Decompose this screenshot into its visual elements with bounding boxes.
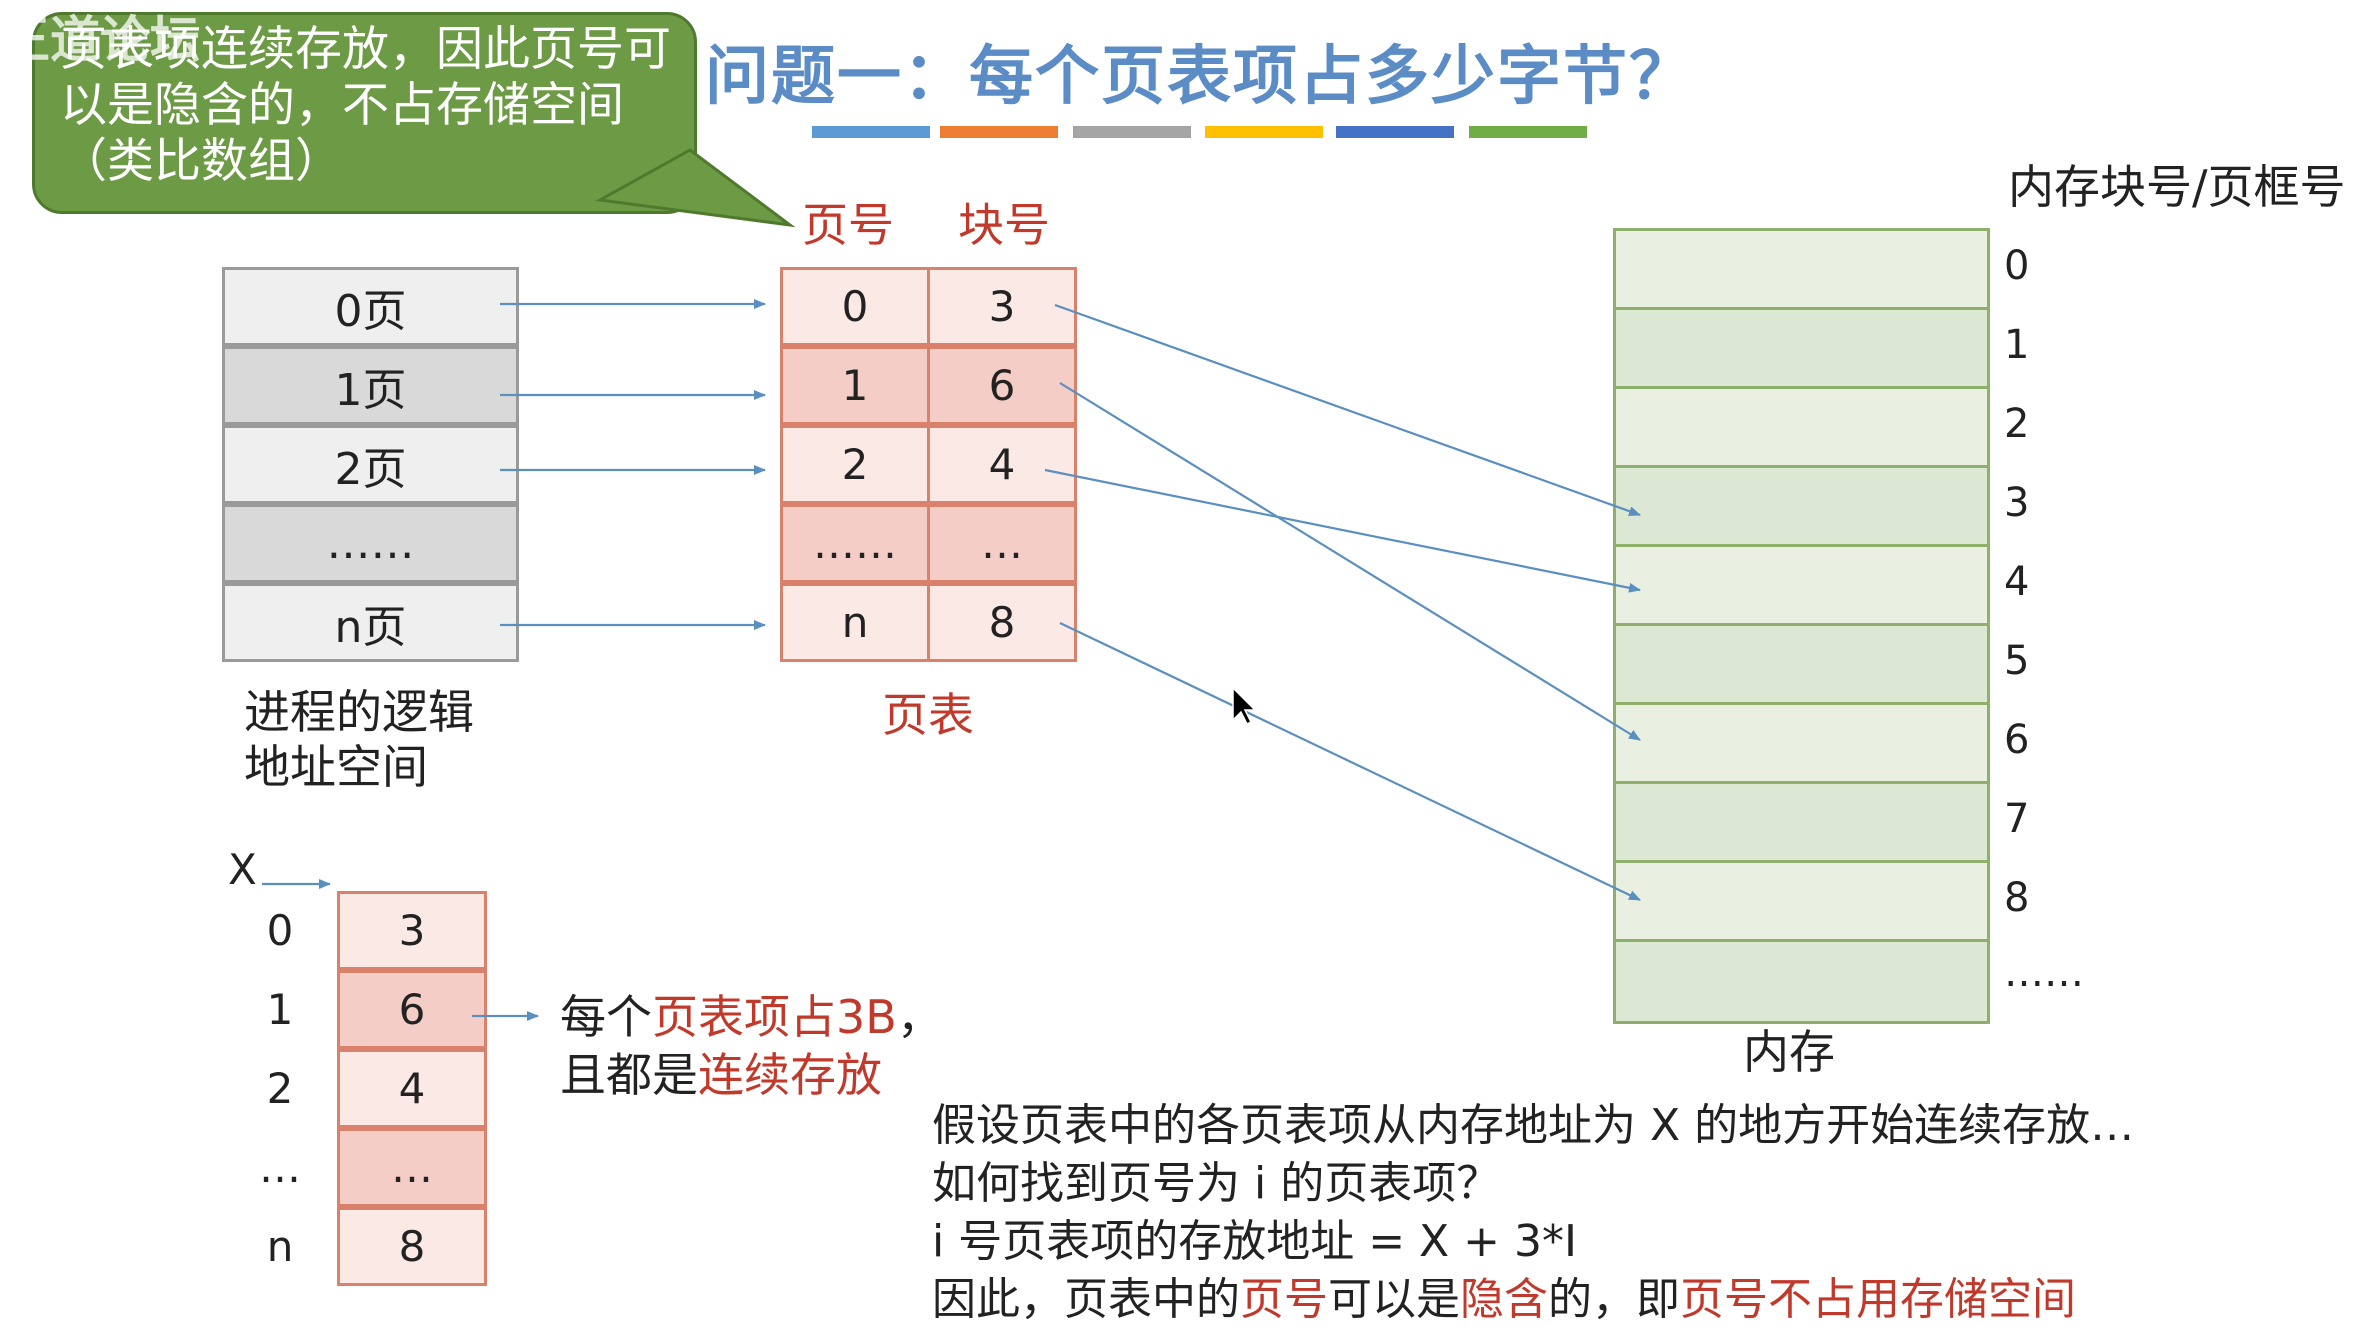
title-color-bar bbox=[812, 126, 930, 138]
title-color-bar bbox=[1469, 126, 1587, 138]
explanation-line3: i 号页表项的存放地址 = X + 3*I bbox=[932, 1216, 1578, 1267]
memory-block-number: 4 bbox=[2004, 559, 2030, 605]
start-address-label: X bbox=[228, 845, 257, 894]
pte-index: n bbox=[266, 1222, 294, 1271]
explanation-line4: 因此，页表中的页号可以是隐含的，即页号不占用存储空间 bbox=[932, 1271, 2076, 1329]
pte-note-text: 每个 bbox=[560, 990, 652, 1044]
pte-note-text: 且都是 bbox=[560, 1048, 698, 1102]
explanation-text: 因此，页表中的 bbox=[932, 1274, 1240, 1325]
page-table-page-cell: 2 bbox=[780, 425, 930, 504]
pte-note-text: ， bbox=[896, 990, 943, 1044]
pte-note-highlight: 页表项占3B bbox=[652, 990, 897, 1044]
memory-block bbox=[1613, 307, 1990, 392]
page-table-block-cell: 3 bbox=[927, 267, 1077, 346]
memory-block bbox=[1613, 939, 1990, 1024]
logical-page-row: 1页 bbox=[222, 346, 519, 425]
page-table-block-cell: 6 bbox=[927, 346, 1077, 425]
logical-page-row: n页 bbox=[222, 583, 519, 662]
memory-more: …… bbox=[2004, 950, 2084, 996]
explanation-text: 可以是 bbox=[1328, 1274, 1460, 1325]
page-table-block-cell: 4 bbox=[927, 425, 1077, 504]
memory-block-number: 7 bbox=[2004, 796, 2030, 842]
explanation-highlight: 页号不占用存储空间 bbox=[1680, 1274, 2076, 1325]
explanation-text: 的，即 bbox=[1548, 1274, 1680, 1325]
pte-value-cell: 6 bbox=[337, 970, 487, 1049]
mouse-cursor-icon bbox=[1232, 686, 1257, 726]
page-table-page-cell: …… bbox=[780, 504, 930, 583]
pte-note-line1: 每个页表项占3B， bbox=[560, 990, 943, 1044]
title-color-bar bbox=[1205, 126, 1323, 138]
memory-block bbox=[1613, 386, 1990, 471]
memory-block-number: 2 bbox=[2004, 401, 2030, 447]
page-table-caption: 页表 bbox=[882, 688, 974, 742]
memory-block bbox=[1613, 702, 1990, 787]
pte-note-line2: 且都是连续存放 bbox=[560, 1048, 882, 1102]
logical-caption-line1: 进程的逻辑 bbox=[244, 685, 474, 739]
explanation-line2: 如何找到页号为 i 的页表项？ bbox=[932, 1158, 1501, 1209]
memory-block-number: 0 bbox=[2004, 243, 2030, 289]
block-number-header: 块号 bbox=[958, 198, 1050, 252]
pte-note-highlight: 连续存放 bbox=[698, 1048, 882, 1102]
memory-block bbox=[1613, 860, 1990, 945]
arrow-block6 bbox=[1059, 382, 1641, 741]
pte-value-cell: … bbox=[337, 1128, 487, 1207]
memory-block-number: 6 bbox=[2004, 717, 2030, 763]
memory-block-number: 8 bbox=[2004, 875, 2030, 921]
pte-value-cell: 8 bbox=[337, 1207, 487, 1286]
logical-page-row: 2页 bbox=[222, 425, 519, 504]
memory-block-number: 3 bbox=[2004, 480, 2030, 526]
arrow-block3 bbox=[1054, 303, 1641, 517]
page-table-block-cell: … bbox=[927, 504, 1077, 583]
memory-header: 内存块号/页框号 bbox=[2008, 160, 2346, 214]
page-number-header: 页号 bbox=[802, 198, 894, 252]
logical-page-row: …… bbox=[222, 504, 519, 583]
arrow-block8 bbox=[1059, 622, 1641, 901]
memory-block bbox=[1613, 623, 1990, 708]
explanation-highlight: 隐含 bbox=[1460, 1274, 1548, 1325]
slide-title: 问题一：每个页表项占多少字节？ bbox=[705, 40, 1695, 114]
pte-index: … bbox=[259, 1143, 301, 1192]
watermark: 王道论坛 bbox=[0, 11, 200, 69]
pte-value-cell: 3 bbox=[337, 891, 487, 970]
callout-bubble bbox=[32, 12, 697, 214]
logical-page-row: 0页 bbox=[222, 267, 519, 346]
memory-block-number: 5 bbox=[2004, 638, 2030, 684]
memory-block bbox=[1613, 781, 1990, 866]
callout-text: 页表项连续存放，因此页号可以是隐含的，不占存储空间（类比数组） bbox=[60, 22, 671, 189]
explanation-highlight: 页号 bbox=[1240, 1274, 1328, 1325]
explanation-line1: 假设页表中的各页表项从内存地址为 X 的地方开始连续存放… bbox=[932, 1100, 2135, 1151]
title-color-bar bbox=[940, 126, 1058, 138]
title-color-bar bbox=[1073, 126, 1191, 138]
arrow-block4 bbox=[1044, 468, 1641, 593]
page-table-block-cell: 8 bbox=[927, 583, 1077, 662]
logical-caption-line2: 地址空间 bbox=[244, 740, 428, 794]
pte-index: 0 bbox=[266, 906, 294, 955]
memory-block-number: 1 bbox=[2004, 322, 2030, 368]
pte-index: 2 bbox=[266, 1064, 294, 1113]
title-color-bar bbox=[1336, 126, 1454, 138]
pte-value-cell: 4 bbox=[337, 1049, 487, 1128]
pte-index: 1 bbox=[266, 985, 294, 1034]
memory-caption: 内存 bbox=[1743, 1025, 1835, 1079]
